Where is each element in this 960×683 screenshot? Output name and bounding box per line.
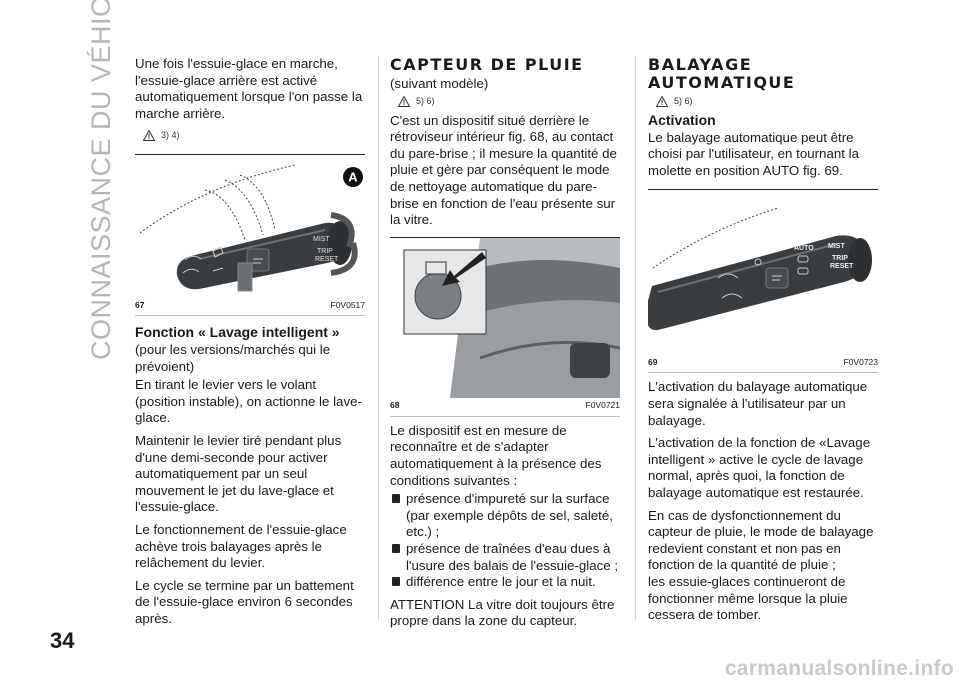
paragraph: Le cycle se termine par un battement de …: [135, 577, 354, 626]
paragraph: En tirant le levier vers le volant (posi…: [135, 377, 362, 426]
warning-reference: 5) 6): [398, 95, 620, 109]
column-2: CAPTEUR DE PLUIE (suivant modèle) 5) 6) …: [390, 56, 620, 636]
attention-note: ATTENTION La vitre doit toujours être pr…: [390, 596, 615, 629]
figure-number: 67: [135, 299, 145, 310]
section-heading: CAPTEUR DE PLUIE: [390, 55, 584, 74]
column-divider: [635, 56, 636, 620]
section-heading: BALAYAGE AUTOMATIQUE: [648, 55, 796, 92]
lever-label: AUTO: [794, 245, 814, 252]
paragraph: Le dispositif est en mesure de reconnaît…: [390, 422, 602, 488]
warning-triangle-icon: [656, 95, 668, 107]
column-1: Une fois l'essuie-glace en marche, l'ess…: [135, 56, 365, 633]
figure-67: MIST TRIP RESET A 67 F0V0517: [135, 154, 366, 317]
subtitle: (suivant modèle): [390, 76, 489, 91]
warning-triangle-icon: [398, 96, 410, 108]
lever-label: TRIP: [317, 248, 333, 255]
figure-number: 69: [648, 356, 658, 367]
warning-refs: 5) 6): [674, 95, 693, 106]
wiper-lever-illustration: MIST TRIP RESET A: [139, 164, 363, 292]
paragraph: Maintenir le levier tiré pendant plus d'…: [135, 432, 342, 515]
paragraph: L'activation du balayage automatique ser…: [648, 379, 868, 428]
figure-code: F0V0721: [585, 400, 621, 411]
paragraph: L'activation de la fonction de «Lavage i…: [648, 435, 871, 500]
auto-wiper-lever-illustration: AUTO MIST TRIP RESET: [648, 207, 872, 331]
lever-label: MIST: [828, 243, 845, 250]
figure-badge: A: [348, 170, 358, 185]
intro-text: Le balayage automatique peut être choisi…: [648, 129, 859, 178]
subsection-heading: Activation: [648, 112, 716, 128]
warning-refs: 5) 6): [416, 96, 435, 107]
section-heading: Fonction « Lavage intelligent »: [135, 324, 340, 341]
paragraph: Le fonctionnement de l'essuie-glace achè…: [135, 521, 347, 571]
paragraph: les essuie-glaces continueront de foncti…: [648, 573, 848, 623]
paragraph: En cas de dysfonctionnement du capteur d…: [648, 507, 874, 573]
conditions-list: présence d'impureté sur la surface (par …: [390, 491, 620, 591]
warning-reference: 5) 6): [656, 94, 878, 108]
warning-reference: 3) 4): [143, 128, 365, 142]
lever-label: MIST: [313, 236, 330, 243]
column-divider: [378, 56, 379, 620]
intro-text: C'est un dispositif situé derrière le ré…: [390, 112, 617, 228]
list-item: présence de traînées d'eau dues à l'usur…: [390, 541, 620, 574]
figure-code: F0V0723: [843, 356, 879, 367]
lever-label: RESET: [830, 263, 854, 270]
paragraph: (pour les versions/marchés qui le prévoi…: [135, 341, 331, 374]
side-section-title: CONNAISSANCE DU VÉHICULE: [86, 0, 116, 360]
figure-68: 68 F0V0721: [390, 236, 621, 417]
list-item: présence d'impureté sur la surface (par …: [390, 491, 620, 541]
page-number: 34: [50, 628, 75, 653]
figure-number: 68: [390, 400, 400, 411]
lever-label: TRIP: [832, 255, 848, 262]
lever-label: RESET: [315, 256, 339, 263]
intro-text: Une fois l'essuie-glace en marche, l'ess…: [135, 56, 363, 121]
figure-code: F0V0517: [330, 299, 366, 310]
figure-69: AUTO MIST TRIP RESET 69 F0V0723: [648, 189, 879, 374]
column-3: BALAYAGE AUTOMATIQUE 5) 6) Activation Le…: [648, 56, 878, 630]
warning-triangle-icon: [143, 129, 155, 141]
watermark: carmanualsonline.info: [724, 657, 954, 680]
list-item: différence entre le jour et la nuit.: [390, 574, 620, 591]
warning-refs: 3) 4): [161, 130, 180, 141]
rain-sensor-photo: [390, 237, 620, 398]
